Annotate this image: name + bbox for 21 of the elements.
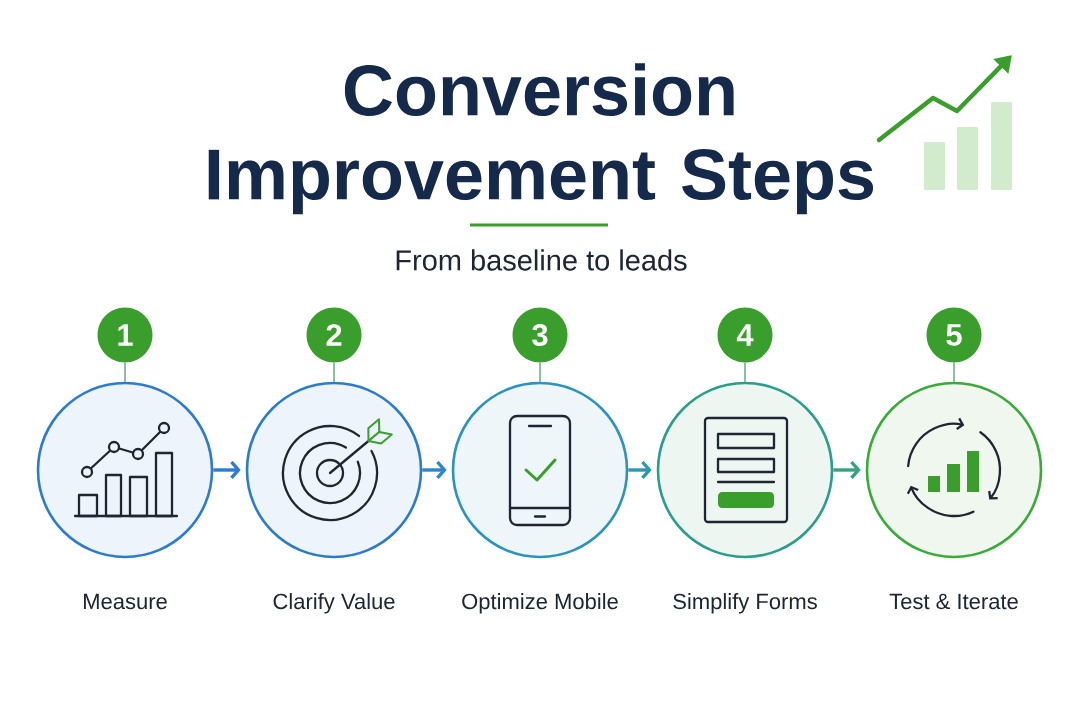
connector-line: [953, 362, 955, 383]
step-label: Measure: [84, 593, 167, 610]
step-label: Optimize Mobile: [462, 593, 618, 614]
step-label: Test & Iterate: [889, 593, 1018, 610]
number-badge: 3: [512, 307, 568, 363]
connector-line: [539, 362, 541, 383]
connector-line: [333, 362, 335, 383]
connector-line: [744, 362, 746, 383]
step-label: Simplify Forms: [673, 593, 817, 614]
arrow: [213, 460, 241, 480]
arrow: [833, 460, 861, 480]
arrow: [628, 460, 652, 480]
number-badge: 2: [306, 307, 362, 363]
subtitle: From baseline to leads: [396, 249, 687, 271]
number-badge: 4: [717, 307, 773, 363]
number-badge: 5: [926, 307, 982, 363]
title: Conversion Improvement Steps: [208, 63, 874, 215]
arrow: [422, 460, 447, 480]
number-badge: 1: [97, 307, 153, 363]
step-label: Clarify Value: [273, 593, 395, 614]
connector-line: [124, 362, 126, 383]
